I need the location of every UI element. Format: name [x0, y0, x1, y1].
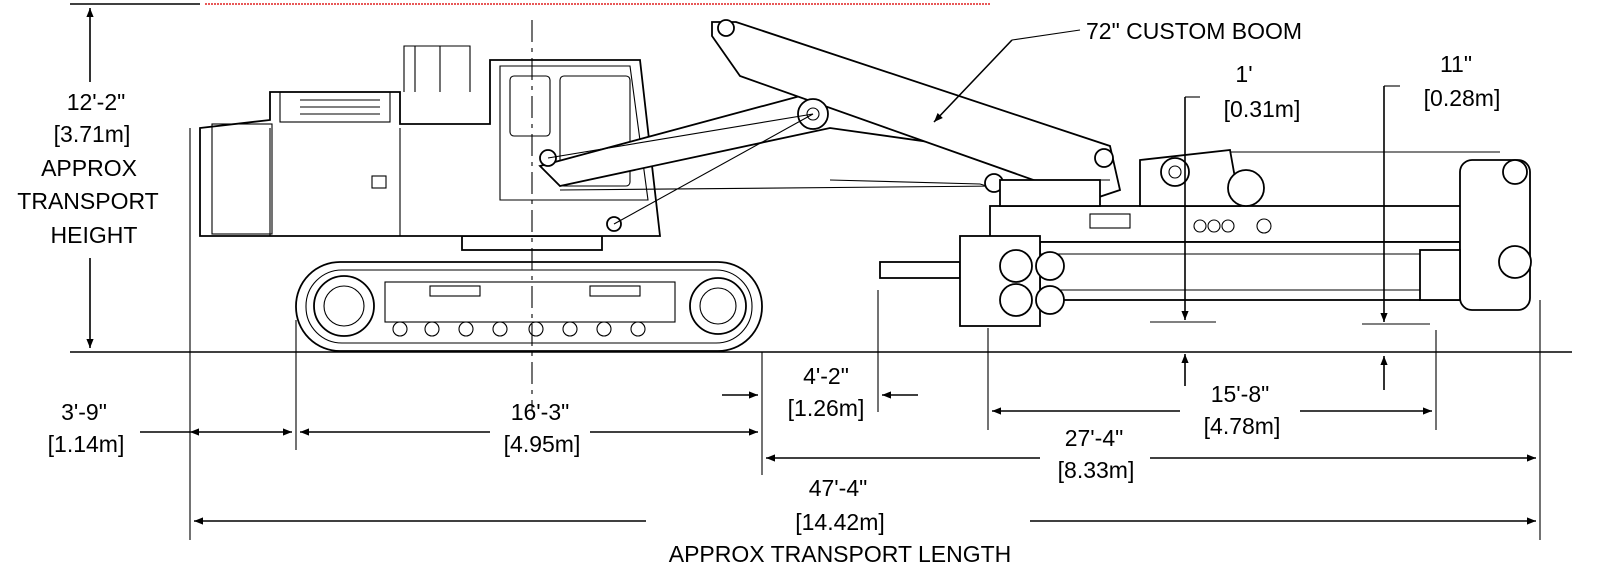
- track-length-metric: [4.95m]: [504, 431, 581, 457]
- clearance-right-metric: [0.28m]: [1424, 85, 1501, 111]
- boom-attachment: [879, 149, 1532, 327]
- attachment-length-imperial: 27'-4": [1065, 425, 1124, 451]
- clearance-left-imperial: 1': [1235, 61, 1252, 87]
- excavator: [199, 19, 1122, 410]
- boom-label: 72" CUSTOM BOOM: [1086, 18, 1302, 44]
- height-metric: [3.71m]: [54, 121, 131, 147]
- gap-imperial: 4'-2": [803, 363, 849, 389]
- overall-length-caption: APPROX TRANSPORT LENGTH: [669, 541, 1012, 567]
- clearance-left-metric: [0.31m]: [1224, 96, 1301, 122]
- front-overhang-metric: [1.14m]: [48, 431, 125, 457]
- attachment-span-imperial: 15'-8": [1211, 381, 1270, 407]
- height-imperial: 12'-2": [67, 89, 126, 115]
- attachment-span-metric: [4.78m]: [1204, 413, 1281, 439]
- track-undercarriage: [295, 261, 763, 352]
- front-overhang-imperial: 3'-9": [61, 399, 107, 425]
- height-caption-line2: TRANSPORT: [17, 188, 158, 214]
- overall-length-imperial: 47'-4": [809, 475, 868, 501]
- height-caption-line1: APPROX: [41, 155, 137, 181]
- height-caption-line3: HEIGHT: [51, 222, 138, 248]
- overall-length-metric: [14.42m]: [795, 509, 885, 535]
- clearance-right-imperial: 11": [1440, 51, 1472, 77]
- gap-metric: [1.26m]: [788, 395, 865, 421]
- upper-structure: [199, 45, 662, 237]
- attachment-length-metric: [8.33m]: [1058, 457, 1135, 483]
- boom-arm: [538, 19, 1122, 232]
- dimension-lines: [86, 8, 1541, 540]
- track-length-imperial: 16'-3": [511, 399, 570, 425]
